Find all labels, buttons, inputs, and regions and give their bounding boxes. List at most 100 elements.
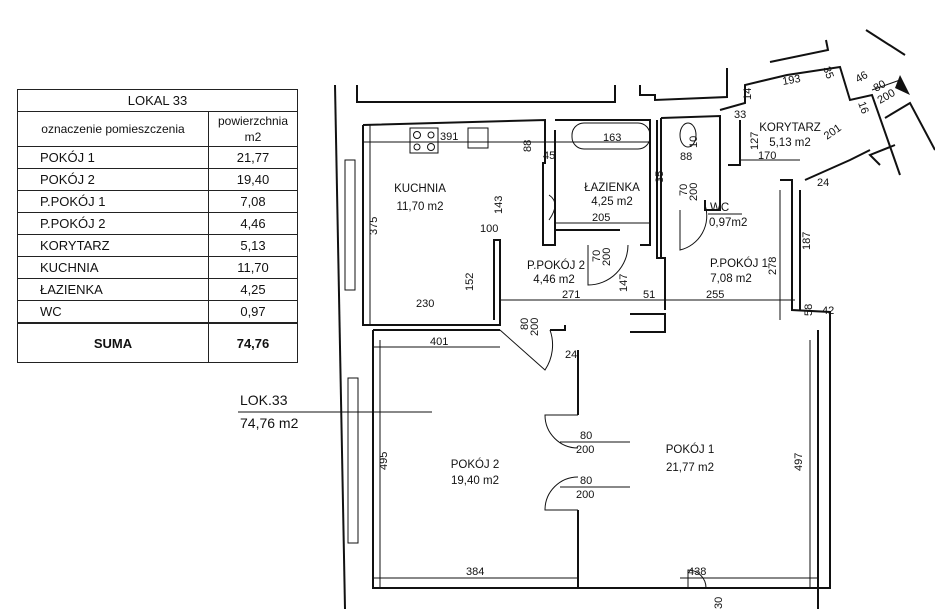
dimension-label: 255 (706, 289, 724, 301)
sum-value: 74,76 (208, 322, 298, 363)
dimension-label: 143 (493, 196, 505, 214)
dimension-label: 147 (618, 274, 630, 292)
room-area: 7,08 (208, 190, 298, 213)
dimension-label: 35 (654, 171, 666, 183)
stove-icon (409, 127, 439, 154)
dimension-label: 70 (591, 250, 603, 262)
walls (362, 65, 901, 589)
door-swing (544, 476, 579, 511)
dimension-label: 200 (529, 318, 541, 336)
room-label-korytarz: KORYTARZ (759, 122, 821, 134)
room-label-kuchnia: KUCHNIA (394, 183, 446, 195)
room-labels: KUCHNIA 11,70 m2 ŁAZIENKA 4,25 m2 WC 0,9… (394, 122, 821, 487)
room-label-wc: WC (710, 202, 729, 214)
dimension-label: 163 (603, 132, 621, 144)
dimension-label: 24 (565, 349, 577, 361)
dimension-label: 278 (767, 257, 779, 275)
dimension-label: 35 (820, 65, 835, 81)
unit-area: 74,76 m2 (240, 415, 299, 431)
entrance-marker-icon (895, 75, 910, 95)
dimension-label: 375 (368, 217, 380, 235)
room-area: 11,70 (208, 256, 298, 279)
dimension-label: 100 (480, 223, 498, 235)
room-area-wc: 0,97m2 (709, 217, 747, 229)
sink-icon (467, 127, 489, 149)
dimension-label: 170 (758, 150, 776, 162)
dimension-labels: 391 88 45 163 35 10 88 33 14 193 35 46 8… (368, 65, 897, 609)
dimension-label: 33 (734, 109, 746, 121)
area-unit-text: m2 (244, 130, 262, 144)
dimension-label: 200 (688, 183, 700, 201)
room-label-pokoj-2: POKÓJ 2 (451, 458, 500, 471)
area-header-text: powierzchnia (217, 114, 289, 128)
dimension-label: 80 (580, 430, 592, 442)
room-area-kuchnia: 11,70 m2 (396, 201, 443, 213)
dimension-label: 438 (688, 566, 706, 578)
dimension-label: 88 (680, 151, 692, 163)
dimension-label: 200 (576, 489, 594, 501)
dimension-label: 24 (817, 177, 829, 189)
dimension-label: 127 (749, 132, 761, 150)
room-area: 21,77 (208, 146, 298, 169)
dimension-label: 391 (440, 131, 458, 143)
door-swing (679, 204, 708, 251)
toilet-icon (679, 122, 697, 148)
room-area-pokoj-1: 21,77 m2 (666, 462, 714, 474)
dimension-label: 193 (781, 73, 801, 88)
bathtub-icon (571, 122, 651, 150)
dimension-label: 70 (678, 184, 690, 196)
dimension-label: 88 (522, 140, 534, 152)
dimension-label: 401 (430, 336, 448, 348)
dimension-label: 201 (822, 122, 844, 142)
room-label-lazienka: ŁAZIENKA (584, 182, 640, 194)
room-label-p-pokoj-1: P.POKÓJ 1 (710, 257, 768, 270)
room-area: 4,25 (208, 278, 298, 301)
dimension-label: 80 (872, 78, 889, 95)
dimension-label: 152 (464, 273, 476, 291)
dimension-label: 16 (855, 100, 870, 116)
dimension-label: 200 (576, 444, 594, 456)
unit-name: LOK.33 (240, 392, 288, 408)
sum-label: SUMA (17, 322, 209, 363)
washbasin-icon (548, 194, 556, 221)
room-area: 0,97 (208, 300, 298, 324)
column-header-area: powierzchnia m2 (208, 111, 298, 147)
door-swing (687, 569, 707, 589)
dimension-label: 495 (378, 452, 390, 470)
dimension-label: 10 (688, 136, 700, 148)
room-name: ŁAZIENKA (17, 278, 209, 301)
dimension-label: 187 (801, 232, 813, 250)
dimension-label: 14 (742, 88, 754, 100)
room-label-p-pokoj-2: P.POKÓJ 2 (527, 259, 585, 272)
door-swing (587, 244, 629, 286)
dimension-label: 384 (466, 566, 484, 578)
room-area-p-pokoj-1: 7,08 m2 (710, 273, 752, 285)
room-area-p-pokoj-2: 4,46 m2 (533, 274, 575, 286)
dimension-label: 42 (822, 305, 834, 317)
dimension-label: 80 (519, 318, 531, 330)
dimension-label: 51 (643, 289, 655, 301)
unit-label: LOK.33 74,76 m2 (238, 392, 432, 431)
window-kitchen (344, 159, 356, 291)
dimension-label: 205 (592, 212, 610, 224)
dimension-label: 45 (543, 150, 555, 162)
door-swing (544, 414, 579, 449)
dimension-lines (363, 79, 901, 588)
dimension-label: 46 (854, 69, 871, 86)
room-label-pokoj-1: POKÓJ 1 (666, 443, 715, 456)
dimension-label: 30 (713, 597, 725, 609)
door-swing (499, 329, 554, 371)
dimension-label: 497 (793, 453, 805, 471)
room-name: KUCHNIA (17, 256, 209, 279)
dimension-label: 271 (562, 289, 580, 301)
